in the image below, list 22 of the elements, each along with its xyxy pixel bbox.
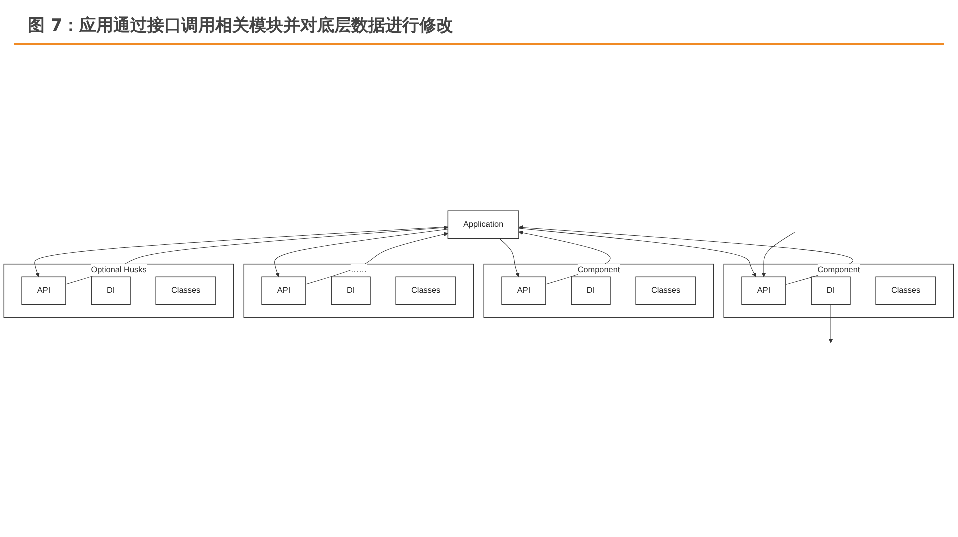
node-box: DI [331, 276, 371, 306]
node-box: DI [571, 276, 611, 306]
node-box: API [742, 276, 786, 306]
node-box: DI [811, 276, 851, 306]
arrow [34, 226, 448, 278]
node-box: Classes [156, 276, 216, 306]
node-box: Application [448, 210, 520, 240]
figure-title: 图 7：应用通过接口调用相关模块并对底层数据进行修改 [14, 10, 944, 45]
arrow [66, 226, 448, 285]
node-box: Classes [396, 276, 456, 306]
node-box: API [502, 276, 546, 306]
arrow [828, 304, 834, 344]
arrow [762, 232, 796, 278]
arrow [306, 232, 448, 285]
arrow [274, 229, 448, 278]
arrow [518, 228, 756, 278]
node-box: Classes [636, 276, 696, 306]
node-box: Classes [876, 276, 936, 306]
node-box: DI [91, 276, 131, 306]
node-box: API [262, 276, 306, 306]
arrow [499, 238, 520, 278]
node-box: API [22, 276, 66, 306]
